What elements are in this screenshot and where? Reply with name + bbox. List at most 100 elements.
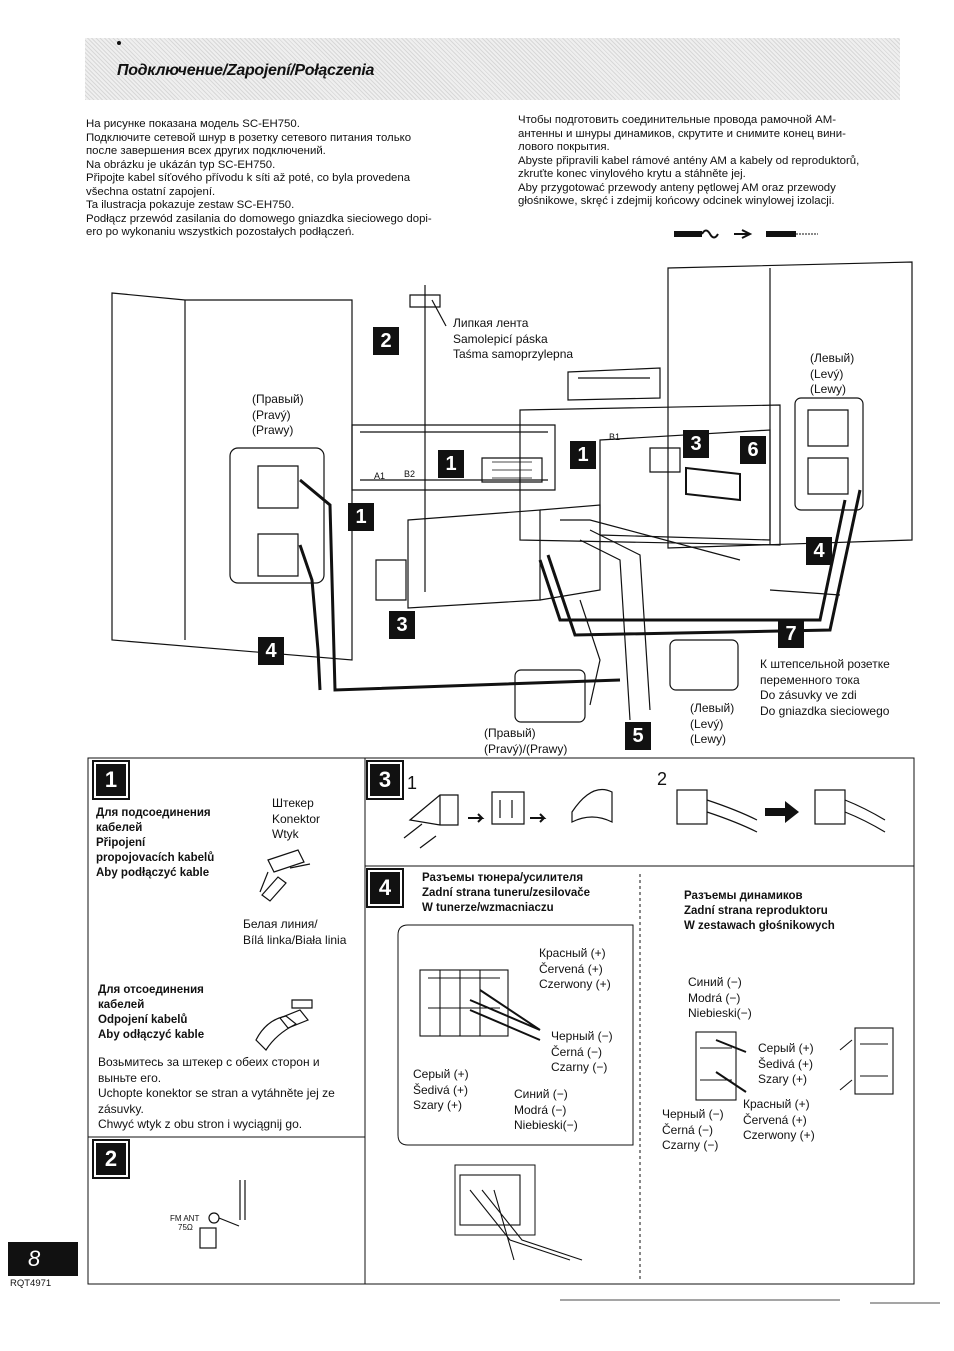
badge-1c: 1: [570, 441, 596, 469]
red-line: Czerwony (+): [539, 977, 611, 991]
red-r-line: Красный (+): [743, 1097, 810, 1111]
connect-heading-line: кабелей: [96, 822, 143, 834]
black-line: Černá (−): [551, 1044, 603, 1059]
ac-outlet-label: К штепсельной розетке переменного тока D…: [760, 657, 890, 719]
wire-strip-illustration: [674, 229, 818, 239]
terminal-b1: B1: [609, 432, 621, 442]
badge-4b: 4: [806, 537, 832, 565]
blue-r-line: Niebieski(−): [688, 1006, 752, 1020]
intro-left-line: Podłącz przewód zasilania do domowego gn…: [86, 212, 432, 225]
panel3-badge: 3: [366, 760, 404, 800]
intro-left-line: ero po wykonaniu wszystkich pozostałych …: [86, 226, 355, 238]
red-r-line: Červená (+): [743, 1112, 807, 1127]
connection-diagram: [0, 0, 954, 760]
surround-left-label: (Левый) (Levý) (Lewy): [690, 701, 734, 748]
surround-left-line: (Левый): [690, 701, 735, 715]
panel1-white-line: Белая линия/ Bílá linka/Biała linia: [243, 917, 346, 948]
panel1-badge: 1: [92, 760, 130, 800]
speaker-heading-line: W zestawach głośnikowych: [684, 920, 835, 932]
left-speaker-line: (Levý): [810, 366, 844, 381]
panel1-disconnect-heading: Для отсоединения кабелей Odpojení kabelů…: [98, 983, 204, 1043]
connect-heading-line: Для подсоединения: [96, 807, 211, 819]
badge-2: 2: [373, 327, 399, 355]
speaker-heading-line: Разъемы динамиков: [684, 890, 803, 902]
surround-right-line: (Правый): [484, 726, 536, 740]
left-speaker-label: (Левый) (Levý) (Lewy): [810, 351, 854, 398]
header-band: [85, 38, 900, 100]
red-line: Červená (+): [539, 961, 603, 976]
white-line-text: Белая линия/: [243, 917, 318, 931]
tuner-heading-line: W tunerze/wzmacniaczu: [422, 902, 554, 914]
connector-label-line: Wtyk: [272, 827, 299, 841]
black-line: Черный (−): [551, 1029, 613, 1043]
doc-code: RQT4971: [10, 1278, 52, 1289]
badge-1b: 1: [348, 503, 374, 531]
tuner-heading-line: Zadní strana tuneru/zesilovače: [422, 887, 591, 899]
disconnect-heading-line: кабелей: [98, 999, 145, 1011]
terminal-a1: A1: [374, 471, 386, 481]
speaker-heading: Разъемы динамиков Zadní strana reprodukt…: [684, 889, 835, 934]
intro-left-line: Připojte kabel síťového přívodu k síti a…: [86, 172, 411, 184]
tape-label-line: Taśma samoprzylepna: [453, 347, 574, 361]
intro-right-line: антенны и шнуры динамиков, скрутите и сн…: [518, 127, 846, 140]
tape-label: Липкая лента Samolepicí páska Taśma samo…: [453, 316, 573, 363]
surround-left-line: (Levý): [690, 716, 724, 731]
badge-1: 1: [438, 450, 464, 478]
intro-right-line: лового покрытия.: [518, 141, 610, 153]
intro-left-line: На рисунке показана модель SC-EH750.: [86, 118, 300, 130]
left-speaker-line: (Левый): [810, 351, 855, 365]
gray-line: Серый (+): [413, 1067, 469, 1081]
tuner-gray-label: Серый (+) Šedivá (+) Szary (+): [413, 1067, 469, 1114]
ac-outlet-line: Do gniazdka sieciowego: [760, 703, 890, 718]
blue-line: Modrá (−): [514, 1102, 567, 1117]
blue-line: Синий (−): [514, 1087, 568, 1101]
disconnect-heading-line: Для отсоединения: [98, 984, 204, 996]
intro-left-line: Na obrázku je ukázán typ SC-EH750.: [86, 158, 276, 171]
intro-left-line: všechna ostatní zapojení.: [86, 185, 216, 198]
badge-4: 4: [258, 637, 284, 665]
surround-left-line: (Lewy): [690, 732, 727, 746]
left-speaker-line: (Lewy): [810, 382, 847, 396]
panel1-connect-heading: Для подсоединения кабелей Připojení prop…: [96, 806, 214, 881]
intro-right-line: zkruťte konec vinylového krytu a stáhnět…: [518, 168, 746, 180]
connector-label-line: Штекер: [272, 796, 314, 810]
gray-r-line: Серый (+): [758, 1041, 814, 1055]
page-number: 8: [8, 1242, 78, 1276]
speaker-black-label: Черный (−) Černá (−) Czarny (−): [662, 1107, 724, 1154]
right-speaker-label: (Правый) (Pravý) (Prawy): [252, 392, 304, 439]
panel3-step1: 1: [407, 773, 418, 793]
intro-right-line: Чтобы подготовить соединительные провода…: [518, 114, 836, 126]
disconnect-text-line: Chwyć wtyk z obu stron i wyciągnij go.: [98, 1117, 303, 1131]
disconnect-heading-line: Aby odłączyć kable: [98, 1029, 205, 1041]
tuner-blue-label: Синий (−) Modrá (−) Niebieski(−): [514, 1087, 578, 1134]
surround-right-line: (Pravý)/(Prawy): [484, 741, 568, 756]
ac-outlet-line: переменного тока: [760, 672, 860, 687]
white-line-text: Bílá linka/Biała linia: [243, 932, 347, 947]
panel1-connector-label: Штекер Konektor Wtyk: [272, 796, 320, 843]
fm-label-line: 75Ω: [178, 1223, 193, 1232]
connect-heading-line: Připojení: [96, 837, 146, 849]
badge-7: 7: [778, 620, 804, 648]
black-line: Czarny (−): [551, 1060, 608, 1074]
surround-right-label: (Правый) (Pravý)/(Prawy): [484, 726, 567, 757]
tuner-black-label: Черный (−) Černá (−) Czarny (−): [551, 1029, 613, 1076]
disconnect-text-line: zásuvky.: [98, 1101, 144, 1116]
black-r-line: Черный (−): [662, 1107, 724, 1121]
blue-r-line: Синий (−): [688, 975, 742, 989]
right-speaker-line: (Pravý): [252, 407, 291, 422]
intro-right-line: Aby przygotować przewody anteny pętlowej…: [518, 181, 836, 194]
ac-outlet-line: К штепсельной розетке: [760, 657, 890, 671]
gray-r-line: Šedivá (+): [758, 1056, 814, 1071]
intro-right-line: głośnikowe, skręć i zdejmij końcowy odci…: [518, 195, 835, 207]
speaker-heading-line: Zadní strana reproduktoru: [684, 905, 828, 917]
tape-label-line: Липкая лента: [453, 316, 529, 330]
badge-3b: 3: [389, 611, 415, 639]
panel2-badge: 2: [92, 1139, 130, 1179]
disconnect-text-line: выньте его.: [98, 1070, 162, 1085]
badge-6: 6: [740, 436, 766, 464]
black-r-line: Czarny (−): [662, 1138, 719, 1152]
blue-line: Niebieski(−): [514, 1118, 578, 1132]
intro-left-line: Подключите сетевой шнур в розетку сетево…: [86, 131, 412, 144]
speaker-gray-label: Серый (+) Šedivá (+) Szary (+): [758, 1041, 814, 1088]
